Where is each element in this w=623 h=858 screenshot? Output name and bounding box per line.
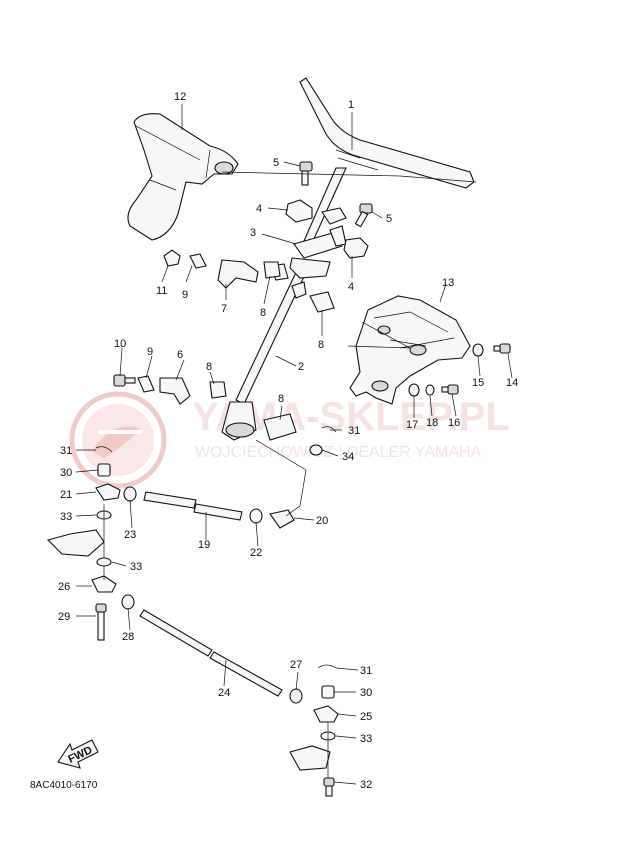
callout-4: 4 [256,203,262,215]
part-nut-11[interactable] [163,249,181,267]
callout-21: 21 [60,489,72,501]
callout-12: 12 [174,91,186,103]
callout-33: 33 [60,511,72,523]
part-bolt-10[interactable] [113,374,136,387]
part-nut-22[interactable] [249,508,263,524]
part-tie-rod-24[interactable] [139,609,283,697]
part-bolt-14[interactable] [493,343,511,354]
part-knuckle-arm[interactable] [46,529,331,771]
part-washer-34[interactable] [309,444,323,456]
callout-26: 26 [58,581,70,593]
part-cotter-pin-31[interactable] [95,426,337,669]
callout-28: 28 [122,631,134,643]
part-washer-17[interactable] [408,383,420,397]
callout-1: 1 [348,99,354,111]
part-washer-33[interactable] [96,510,336,741]
callout-23: 23 [124,529,136,541]
callout-31: 31 [348,425,360,437]
watermark: YAMA-SKLEP.PL WOJCIECHOWICZ | DEALER YAM… [69,391,510,489]
leader-lines [75,104,513,785]
part-tie-rod-end-25[interactable] [313,705,339,723]
callout-10: 10 [114,338,126,350]
callout-8: 8 [206,361,212,373]
callout-8: 8 [260,307,266,319]
callout-20: 20 [316,515,328,527]
callout-30: 30 [360,687,372,699]
callout-18: 18 [426,417,438,429]
part-washer-18[interactable] [425,384,435,396]
callout-13: 13 [442,277,454,289]
callout-labels: 1 2 3 4 4 5 5 6 7 8 8 8 8 9 9 10 11 12 1… [58,91,518,791]
callout-22: 22 [250,547,262,559]
fwd-arrow-icon: FWD [57,739,99,769]
part-front-cover[interactable] [349,295,471,405]
callout-7: 7 [221,303,227,315]
part-clip-9[interactable] [137,253,207,393]
callout-8: 8 [278,393,284,405]
part-bolt-5[interactable] [299,161,373,228]
callout-9: 9 [147,346,153,358]
part-tie-rod-19[interactable] [143,491,243,521]
callout-14: 14 [506,377,518,389]
callout-5: 5 [273,157,279,169]
part-lower-clamps[interactable] [269,257,335,313]
part-upper-holder[interactable] [285,199,369,259]
callout-30: 30 [60,467,72,479]
callout-33: 33 [360,733,372,745]
part-bracket-7[interactable] [217,259,259,289]
callout-4: 4 [348,281,354,293]
part-nut-27[interactable] [289,688,303,704]
watermark-tagline: WOJCIECHOWICZ | DEALER YAMAHA [195,444,482,461]
part-castle-nut-30[interactable] [97,463,335,699]
callout-3: 3 [250,227,256,239]
callout-8: 8 [318,339,324,351]
part-bolt-32[interactable] [323,777,335,797]
part-nut-28[interactable] [121,594,135,610]
callout-25: 25 [360,711,372,723]
part-bolt-29[interactable] [95,603,107,641]
part-steering-column[interactable] [221,167,347,441]
diagram-code: 8AC4010-6170 [30,780,98,791]
part-bolt-16[interactable] [441,384,459,395]
callout-9: 9 [182,289,188,301]
callout-31: 31 [60,445,72,457]
part-tie-rod-end-26[interactable] [91,575,117,593]
part-clamp-8[interactable] [209,261,297,441]
part-handlebar[interactable] [299,77,475,189]
part-bracket-6[interactable] [159,377,191,405]
callout-27: 27 [290,659,302,671]
callout-34: 34 [342,451,354,463]
callout-31: 31 [360,665,372,677]
callout-6: 6 [177,349,183,361]
callout-24: 24 [218,687,230,699]
watermark-logo-icon [69,391,167,489]
callout-17: 17 [406,419,418,431]
callout-5: 5 [386,213,392,225]
callout-16: 16 [448,417,460,429]
callout-32: 32 [360,779,372,791]
part-handlebar-cover[interactable] [127,113,239,241]
part-nut-23[interactable] [123,486,137,502]
callout-33: 33 [130,561,142,573]
callout-19: 19 [198,539,210,551]
part-tie-rod-end-21[interactable] [95,483,121,501]
callout-15: 15 [472,377,484,389]
callout-2: 2 [298,361,304,373]
callout-29: 29 [58,611,70,623]
part-washer-15[interactable] [472,343,484,357]
callout-11: 11 [156,285,167,297]
